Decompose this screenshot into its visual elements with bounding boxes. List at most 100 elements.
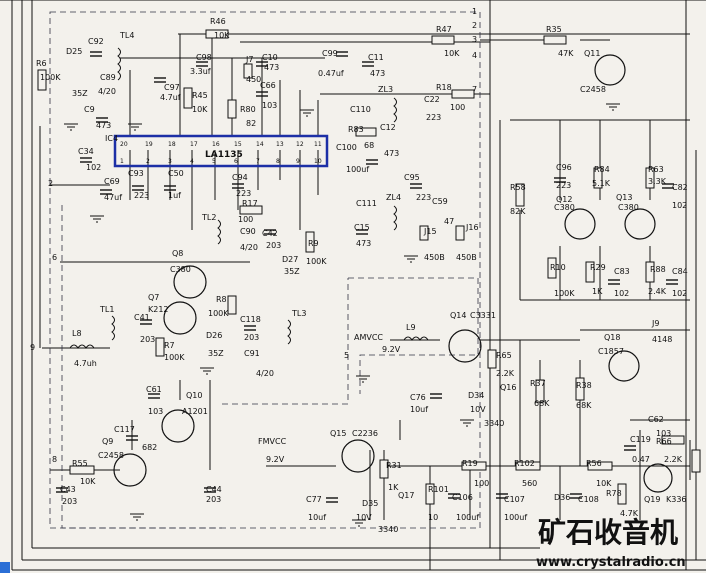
part-q8: C380 bbox=[170, 265, 191, 274]
label-c84: C84 bbox=[672, 267, 688, 276]
label-c15: C15 bbox=[354, 223, 370, 232]
label-d36: D36 bbox=[554, 493, 570, 502]
resistor-r46 bbox=[205, 29, 229, 39]
label-r65: R65 bbox=[496, 351, 512, 360]
label-r84: R84 bbox=[594, 165, 610, 174]
label-r88: R88 bbox=[650, 265, 666, 274]
transistor-q13 bbox=[624, 208, 656, 240]
amvcc-label: AMVCC bbox=[354, 333, 383, 342]
value-c44: 203 bbox=[206, 495, 221, 504]
resistor-r37 bbox=[535, 379, 545, 403]
value-c118: 203 bbox=[244, 333, 259, 342]
label-r58: R58 bbox=[510, 183, 526, 192]
value-d34: 10V bbox=[470, 405, 486, 414]
value-r9: 100K bbox=[306, 257, 327, 266]
coil-zl4 bbox=[393, 205, 397, 231]
net-2: 2 bbox=[472, 21, 477, 30]
amvcc-voltage: 9.2V bbox=[382, 345, 401, 354]
coil-zl3 bbox=[393, 97, 397, 123]
resistor-r65 bbox=[487, 349, 497, 369]
label-q19: Q19 bbox=[644, 495, 660, 504]
resistor-r88 bbox=[645, 261, 655, 283]
value-r6: 100K bbox=[40, 73, 61, 82]
value-r29: 1K bbox=[592, 287, 603, 296]
label-q13: Q13 bbox=[616, 193, 632, 202]
net-8: 8 bbox=[52, 455, 57, 464]
taskbar-corner-icon[interactable] bbox=[0, 562, 10, 573]
transistor-q10 bbox=[161, 409, 195, 443]
value-c66: 103 bbox=[262, 101, 277, 110]
label-c94: C94 bbox=[232, 173, 248, 182]
label-l8: L8 bbox=[72, 329, 82, 338]
value-c61: 103 bbox=[148, 407, 163, 416]
value-j7: 450 bbox=[246, 75, 261, 84]
transistor-q14 bbox=[448, 329, 482, 363]
label-q18: Q18 bbox=[604, 333, 620, 342]
label-c110: C110 bbox=[350, 105, 371, 114]
transistor-q7 bbox=[163, 301, 197, 335]
label-c93: C93 bbox=[128, 169, 144, 178]
value-r101: 10 bbox=[428, 513, 438, 522]
value-c98: 3.3uf bbox=[190, 67, 211, 76]
ic-part-label: LA1135 bbox=[205, 150, 243, 160]
label-r46: R46 bbox=[210, 17, 226, 26]
value-r18: 100 bbox=[450, 103, 465, 112]
value-c99: 0.47uf bbox=[318, 69, 344, 78]
resistor-r78 bbox=[617, 483, 627, 505]
label-q16: Q16 bbox=[500, 383, 516, 392]
inductor-l8 bbox=[69, 344, 95, 349]
filter-j15 bbox=[419, 225, 429, 241]
label-r9: R9 bbox=[308, 239, 319, 248]
part-q7: K212 bbox=[148, 305, 169, 314]
site-watermark: 矿石收音机 www.crystalradio.cn bbox=[536, 516, 686, 570]
label-q15: Q15 bbox=[330, 429, 346, 438]
value-c117: 682 bbox=[142, 443, 157, 452]
resistor-edge bbox=[691, 449, 701, 473]
label-d26: D26 bbox=[206, 331, 222, 340]
value-j9: 4148 bbox=[652, 335, 672, 344]
label-c96: C96 bbox=[556, 163, 572, 172]
label-c107: C107 bbox=[504, 495, 525, 504]
value-c97: 4.7uf bbox=[160, 93, 181, 102]
value-r102: 560 bbox=[522, 479, 537, 488]
value-r7: 100K bbox=[164, 353, 185, 362]
resistor-r102 bbox=[515, 461, 541, 471]
part-q12: C380 bbox=[554, 203, 575, 212]
label-c82: C82 bbox=[672, 183, 688, 192]
label-c42: C42 bbox=[262, 229, 278, 238]
label-tl4: TL4 bbox=[119, 31, 134, 40]
watermark-title: 矿石收音机 bbox=[538, 516, 678, 549]
label-tl2: TL2 bbox=[201, 213, 216, 222]
label-c91: C91 bbox=[244, 349, 260, 358]
coil-tl1 bbox=[111, 315, 115, 341]
resistor-r31 bbox=[379, 459, 389, 479]
label-q8: Q8 bbox=[172, 249, 183, 258]
filter-j16 bbox=[455, 225, 465, 241]
pin-2: 2 bbox=[146, 158, 150, 165]
resistor-r84 bbox=[593, 167, 603, 189]
value-r10: 100K bbox=[554, 289, 575, 298]
coil-tl4 bbox=[117, 47, 121, 81]
part-q18: C1857 bbox=[598, 347, 624, 356]
label-c95: C95 bbox=[404, 173, 420, 182]
label-c41: C41 bbox=[134, 313, 150, 322]
transistor-q19 bbox=[643, 463, 673, 493]
resistor-r45 bbox=[183, 87, 193, 109]
label-r47: R47 bbox=[436, 25, 452, 34]
pin-11: 11 bbox=[314, 141, 322, 148]
label-c66: C66 bbox=[260, 81, 276, 90]
part-q14: C3331 bbox=[470, 311, 496, 320]
resistor-r66 bbox=[661, 435, 685, 445]
value-c12: 68 bbox=[364, 141, 374, 150]
value-r56: 10K bbox=[596, 479, 612, 488]
label-q11: Q11 bbox=[584, 49, 600, 58]
value-c90: 4/20 bbox=[240, 243, 258, 252]
value-c9: 473 bbox=[96, 121, 111, 130]
label-q14: Q14 bbox=[450, 311, 466, 320]
value-c94: 223 bbox=[236, 189, 251, 198]
resistor-r7 bbox=[155, 337, 165, 357]
net-7: 7 bbox=[472, 85, 477, 94]
resistor-r35 bbox=[543, 35, 567, 45]
label-q10: Q10 bbox=[186, 391, 202, 400]
value-r35: 47K bbox=[558, 49, 574, 58]
